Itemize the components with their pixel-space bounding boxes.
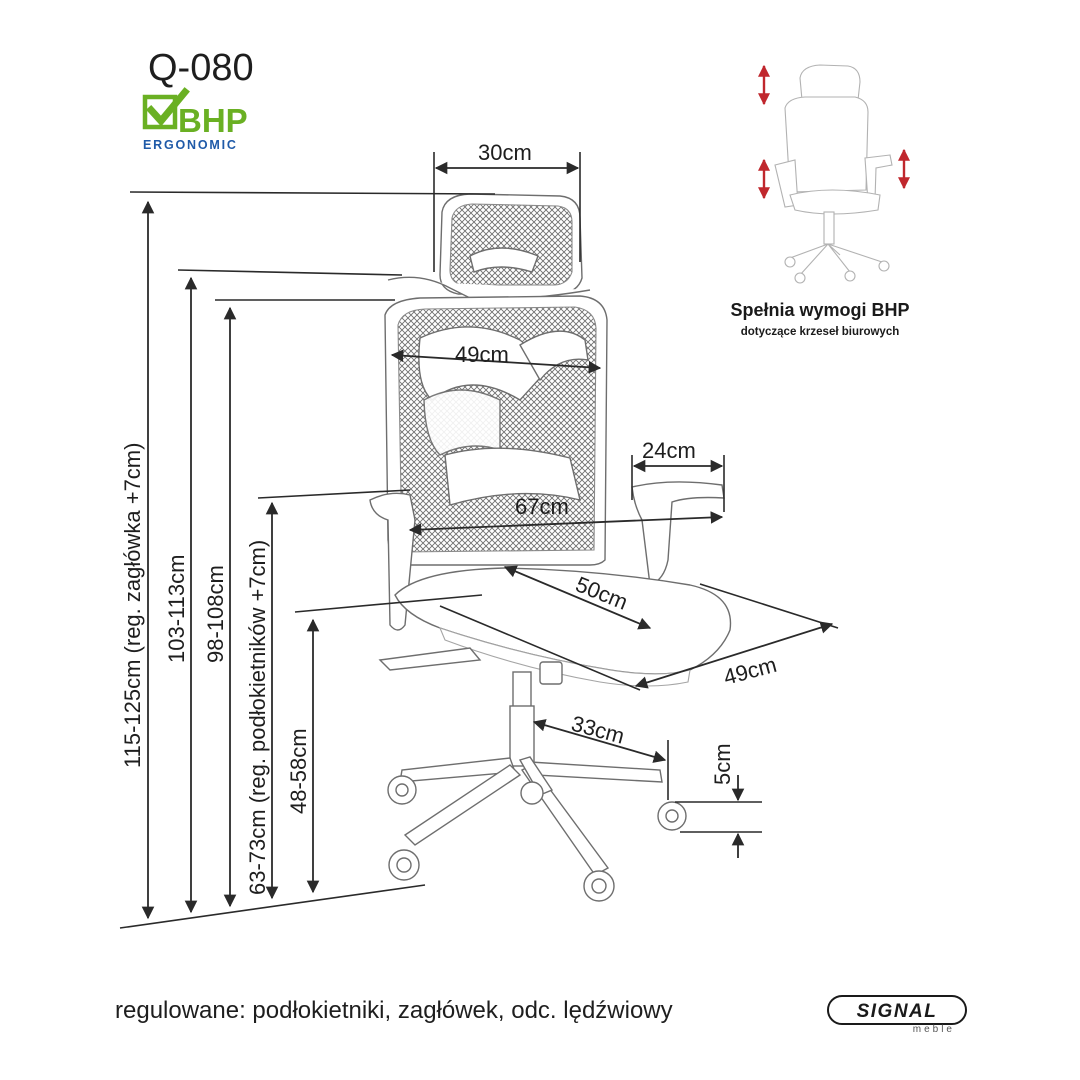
bhp-note-title: Spełnia wymogi BHP [730,300,909,320]
badge-mark: BHP [178,102,248,139]
label-armrest-height: 63-73cm (reg. podłokietników +7cm) [245,540,270,895]
bhp-adjustment-illustration: Spełnia wymogi BHP dotyczące krzeseł biu… [730,64,910,338]
bhp-note-subtitle: dotyczące krzeseł biurowych [741,326,900,338]
checkmark-icon [142,87,190,130]
right-armrest [631,481,725,586]
label-base-radius: 33cm [569,711,627,749]
bhp-badge: BHP ERGONOMIC [142,87,248,152]
label-total-height: 115-125cm (reg. zagłówka +7cm) [120,443,145,768]
brand-sub: meble [913,1024,955,1035]
label-backrest-height: 98-108cm [203,565,228,663]
seat-lever [378,647,482,671]
label-seat-height: 48-58cm [286,728,311,814]
label-backrest-width: 49cm [455,342,509,367]
label-wheel-height: 5cm [710,743,735,785]
label-headrest-width: 30cm [478,140,532,165]
signal-logo: SIGNAL meble [827,995,967,1035]
label-armrest-span: 67cm [515,494,569,519]
label-seat-width: 49cm [721,652,779,690]
footer-features: regulowane: podłokietniki, zagłówek, odc… [115,997,673,1024]
badge-subtitle: ERGONOMIC [143,138,238,152]
chair-drawing [369,193,732,902]
headrest-mesh [449,203,573,286]
dimension-lines [119,152,839,929]
label-armrest-length: 24cm [642,438,696,463]
chair-base [399,756,663,876]
dimension-labels: 30cm 49cm 24cm 67cm 50cm 49cm 33cm 5cm 1… [120,140,779,895]
chair-wheels [387,775,687,902]
gas-lift [512,671,532,711]
model-title: Q-080 [148,47,254,89]
label-headrest-height: 103-113cm [164,555,189,663]
brand-name: SIGNAL [857,1001,938,1022]
adjust-arrows-icon [758,64,910,200]
